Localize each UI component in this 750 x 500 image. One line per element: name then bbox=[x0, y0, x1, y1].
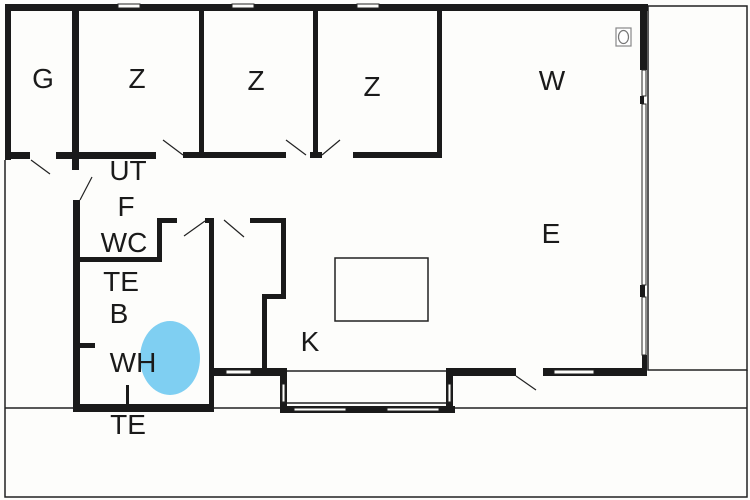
stove-icon bbox=[615, 27, 632, 47]
room-label-w: W bbox=[539, 65, 566, 96]
room-label-ut: ÜT bbox=[109, 155, 146, 186]
room-label-b: B bbox=[110, 298, 129, 329]
room-label-wh: WH bbox=[110, 347, 157, 378]
terrace-outlines bbox=[4, 5, 748, 498]
room-label-te1: TE bbox=[103, 266, 139, 297]
room-label-k: K bbox=[301, 326, 320, 357]
door-swings bbox=[30, 139, 537, 404]
room-label-e: E bbox=[542, 218, 561, 249]
whirlpool bbox=[140, 321, 200, 395]
room-label-z3: Z bbox=[363, 71, 380, 102]
room-label-f: F bbox=[117, 191, 134, 222]
room-label-wc: WC bbox=[101, 227, 148, 258]
dining-table bbox=[334, 257, 429, 322]
room-label-z2: Z bbox=[247, 65, 264, 96]
room-label-te2: TE bbox=[110, 409, 146, 440]
windows bbox=[117, 3, 647, 412]
walls bbox=[5, 4, 648, 413]
room-label-g: G bbox=[32, 63, 54, 94]
room-label-z1: Z bbox=[128, 63, 145, 94]
